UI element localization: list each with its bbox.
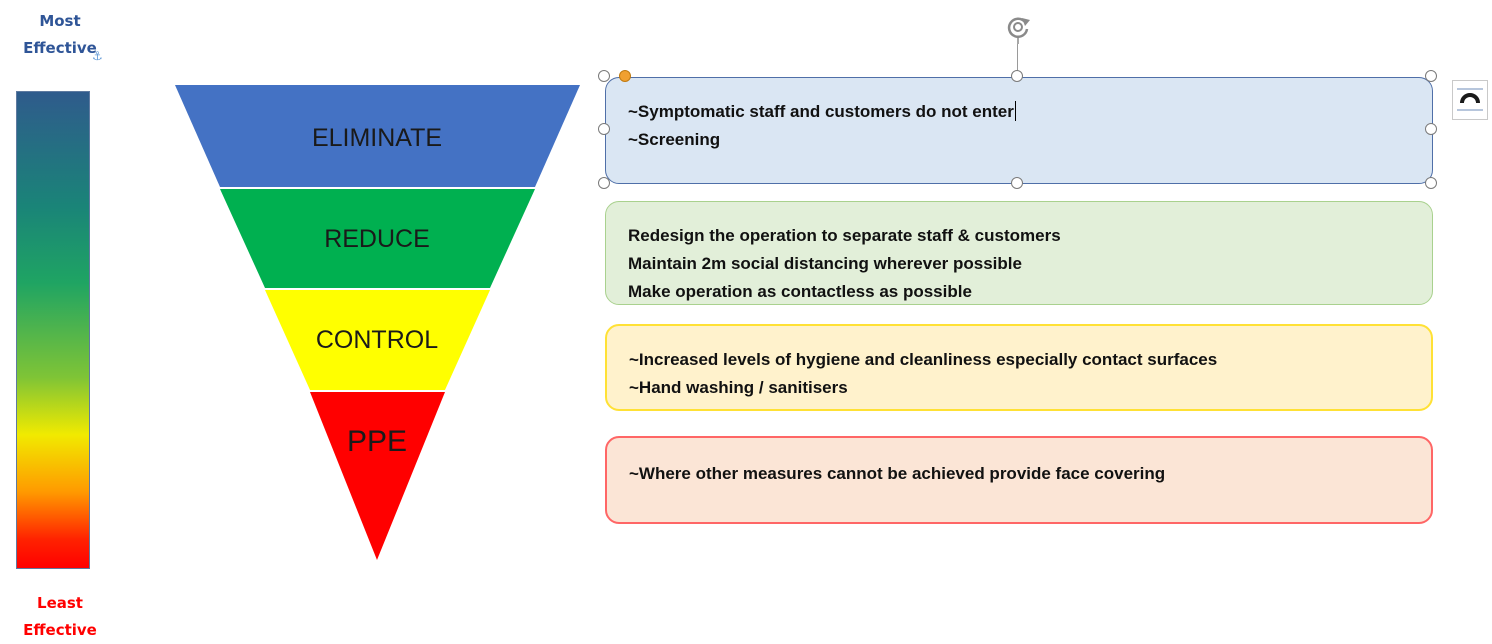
tier-label-control: CONTROL [316, 326, 438, 354]
most-effective-line1: Most [39, 12, 81, 30]
resize-handle-middle-right[interactable] [1425, 123, 1437, 135]
tier-label-ppe: PPE [347, 425, 407, 458]
eliminate-line-1: ~Symptomatic staff and customers do not … [628, 101, 1016, 121]
text-cursor [1014, 101, 1016, 121]
control-line-2: ~Hand washing / sanitisers [629, 378, 848, 397]
reduce-measures-box[interactable]: Redesign the operation to separate staff… [605, 201, 1433, 305]
resize-handle-bottom-center[interactable] [1011, 177, 1023, 189]
least-effective-line2: Effective [23, 621, 97, 639]
reduce-line-3: Make operation as contactless as possibl… [628, 282, 972, 301]
adjust-handle[interactable] [619, 70, 631, 82]
most-effective-label: Most Effective [8, 8, 112, 62]
resize-handle-bottom-right[interactable] [1425, 177, 1437, 189]
resize-handle-top-right[interactable] [1425, 70, 1437, 82]
layout-options-button[interactable] [1452, 80, 1488, 120]
tier-eliminate[interactable] [175, 85, 580, 187]
control-measures-box[interactable]: ~Increased levels of hygiene and cleanli… [605, 324, 1433, 411]
ppe-line-1: ~Where other measures cannot be achieved… [629, 464, 1166, 483]
tier-reduce[interactable] [220, 189, 535, 288]
rotate-connector [1017, 44, 1018, 76]
control-line-1: ~Increased levels of hygiene and cleanli… [629, 350, 1218, 369]
tier-ppe[interactable] [310, 392, 445, 560]
effectiveness-gradient-bar [16, 91, 90, 569]
reduce-line-1: Redesign the operation to separate staff… [628, 226, 1061, 245]
eliminate-line-2: ~Screening [628, 130, 721, 149]
tier-label-eliminate: ELIMINATE [312, 124, 442, 152]
ppe-measures-box[interactable]: ~Where other measures cannot be achieved… [605, 436, 1433, 524]
anchor-icon[interactable]: ⚓ [92, 49, 103, 63]
hierarchy-pyramid: ELIMINATE REDUCE CONTROL PPE [175, 85, 580, 560]
least-effective-label: Least Effective [8, 590, 112, 644]
tier-label-reduce: REDUCE [324, 225, 430, 253]
rotate-handle-icon[interactable] [1003, 12, 1033, 44]
layout-options-icon [1457, 88, 1483, 111]
least-effective-line1: Least [37, 594, 83, 612]
resize-handle-bottom-left[interactable] [598, 177, 610, 189]
resize-handle-middle-left[interactable] [598, 123, 610, 135]
tier-control[interactable] [265, 290, 490, 390]
most-effective-line2: Effective [23, 39, 97, 57]
eliminate-measures-box[interactable]: ~Symptomatic staff and customers do not … [605, 77, 1433, 184]
resize-handle-top-center[interactable] [1011, 70, 1023, 82]
resize-handle-top-left[interactable] [598, 70, 610, 82]
reduce-line-2: Maintain 2m social distancing wherever p… [628, 254, 1022, 273]
